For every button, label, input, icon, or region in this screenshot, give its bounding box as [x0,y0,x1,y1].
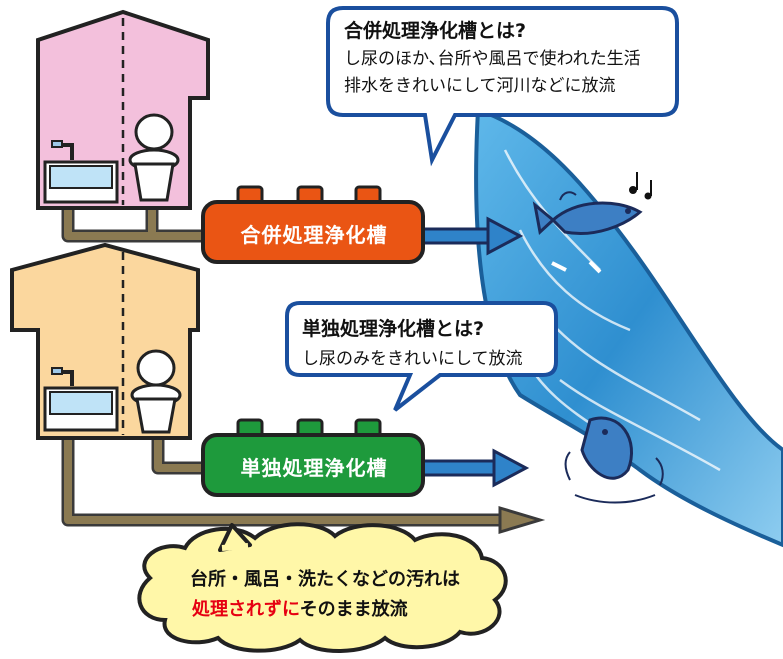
note-line1: 台所・風呂・洗たくなどの汚れは [190,569,460,590]
note-line2: 処理されずにそのまま放流 [192,595,408,621]
single-bubble-line1: し尿のみをきれいにして放流 [302,349,523,369]
bubble-combined [326,6,679,167]
fish-icon [532,191,643,274]
note-line2-rest: そのまま放流 [299,599,408,620]
note-cloud [137,522,508,653]
single-bubble-title: 単独処理浄化槽とは? [302,318,485,340]
combined-tank-label: 合併処理浄化槽 [240,223,388,247]
faucet-icon [51,140,74,160]
music-note-icon [629,172,652,200]
single-tank [201,418,425,497]
sink-icon [43,160,119,204]
bubble-single [285,301,558,412]
sink-icon [43,386,119,432]
toilet-icon [130,349,182,434]
single-tank-label: 単独処理浄化槽 [240,456,388,480]
combined-tank [201,185,425,264]
fish-icon [564,416,664,504]
combined-bubble-line1: し尿のほか､台所や風呂で使われた生活 [344,49,641,69]
note-warning-text: 処理されずに [192,599,300,620]
arrow-icon [498,505,546,535]
toilet-icon [128,113,180,202]
faucet-icon [51,367,74,386]
combined-bubble-line2: 排水をきれいにして河川などに放流 [344,76,616,96]
arrow-icon [418,216,524,256]
arrow-icon [418,448,530,488]
combined-bubble-title: 合併処理浄化槽とは? [344,20,527,42]
